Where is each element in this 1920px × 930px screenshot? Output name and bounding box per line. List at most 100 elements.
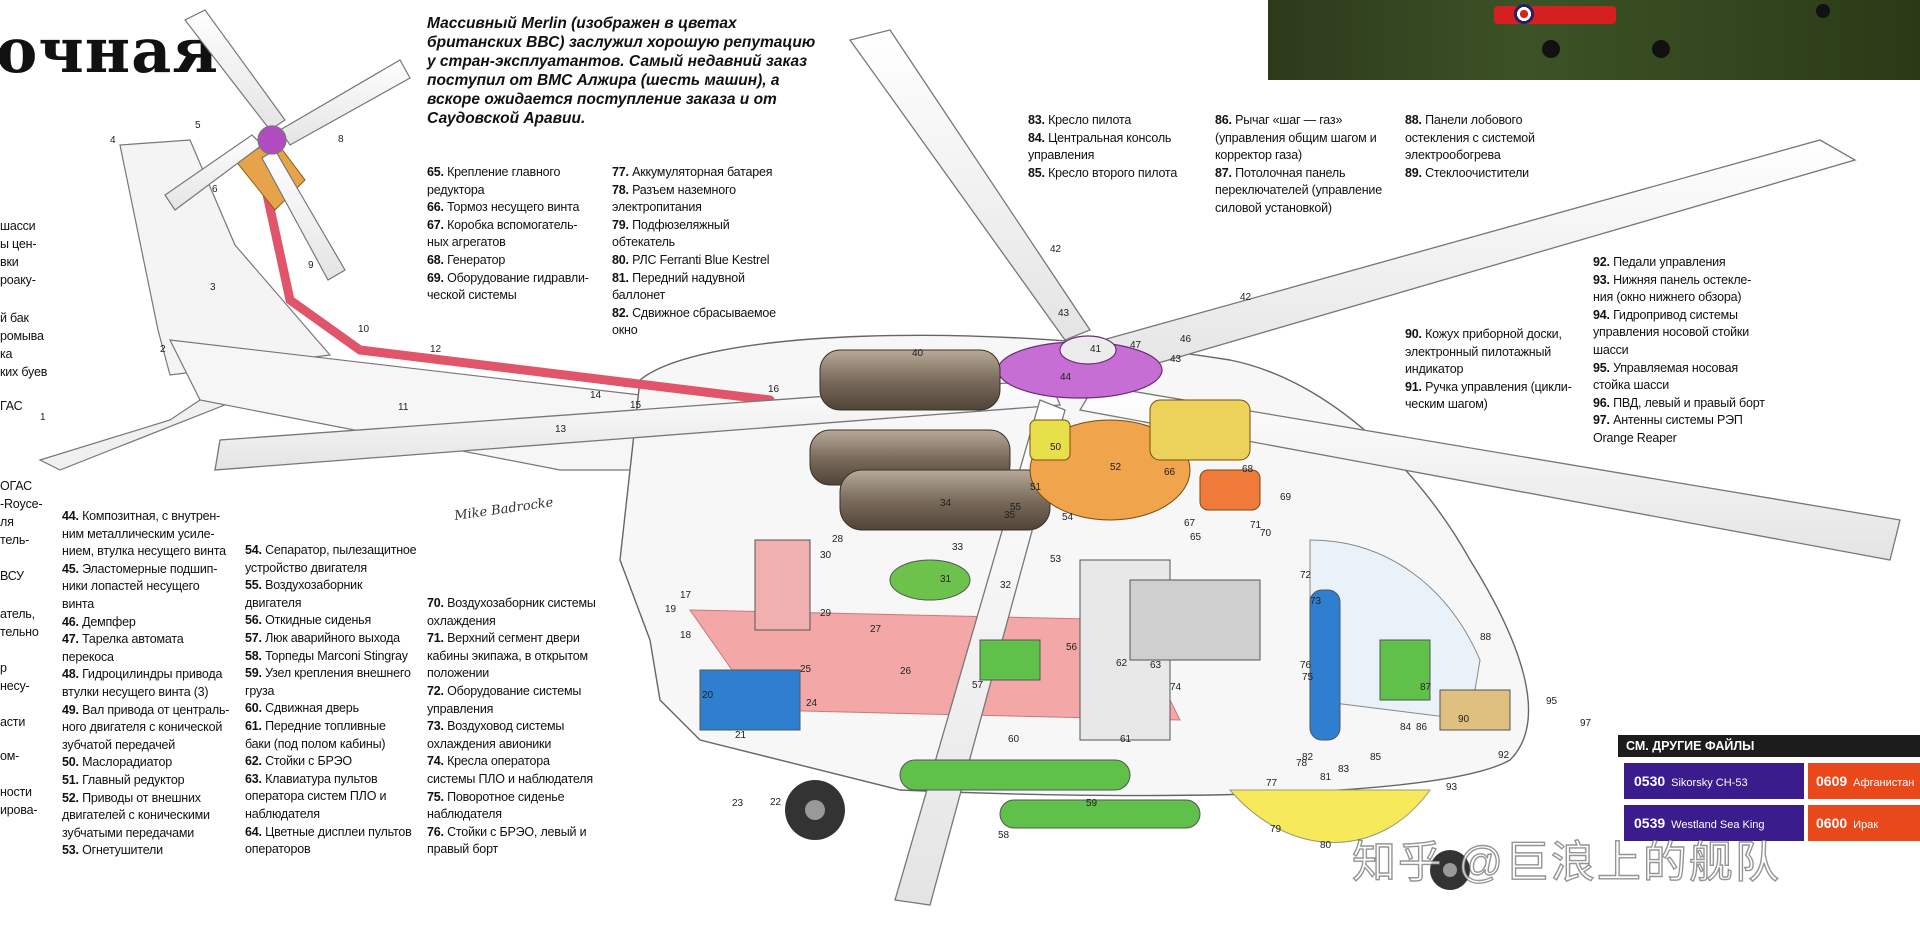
legend-item: винта [62,596,229,614]
seats-green [979,639,1041,681]
legend-text: зубчатой передачей [62,737,176,752]
legend-text: Orange Reaper [1593,430,1677,445]
legend-fragment: тельно [0,625,39,639]
legend-fragment: тель- [0,533,30,547]
tail-rotor-blade [279,59,411,146]
legend-number: 86. [1215,113,1236,127]
callout-numbers: 1234568910111213141516171819202122232425… [40,120,1592,851]
callout-number: 84 [1400,722,1412,733]
tail-drive-shaft [260,180,775,405]
nose-glazing [1309,539,1481,721]
legend-fragment: асти [0,715,26,729]
legend-number: 61. [245,718,266,733]
legend-item: 50. Маслорадиатор [62,754,229,772]
legend-number: 89. [1405,165,1426,180]
legend-fragment: ромыва [0,329,44,343]
legend-text: Композитная, с внутрен- [82,509,221,523]
callout-number: 40 [912,348,924,359]
callout-number: 52 [1110,462,1122,473]
legend-text: Подфюзеляжный [632,217,730,232]
callout-number: 53 [1050,554,1062,565]
callout-number: 70 [1260,528,1272,539]
legend-item: груза [245,683,416,701]
legend-text: Огнетушители [82,843,163,858]
legend-number: 82. [612,305,633,320]
legend-item: 52. Приводы от внешних [62,790,229,808]
legend-fragment: ОГАС [0,479,32,493]
legend-item: ния (окно нижнего обзора) [1593,289,1765,307]
legend-fragment: ом- [0,749,20,763]
legend-number: 77. [612,165,633,179]
main-rotor-blade [1078,384,1901,561]
legend-fragment: вки [0,255,19,269]
callout-number: 46 [1180,334,1192,345]
legend-item: ных агрегатов [427,234,589,252]
callout-number: 29 [820,608,832,619]
legend-text: Кожух приборной доски, [1425,327,1562,341]
legend-item: управления [1028,147,1177,165]
legend-number: 44. [62,509,83,523]
legend-text: стойка шасси [1593,378,1669,393]
callout-number: 68 [1242,464,1254,475]
callout-number: 69 [1280,492,1292,503]
callout-number: 21 [735,730,747,741]
legend-text: Тормоз несущего винта [447,200,580,215]
generator [1199,469,1261,511]
legend-fragment: ля [0,515,14,529]
legend-text: ники лопастей несущего [62,579,200,594]
legend-item: баллонет [612,287,776,305]
tail-rotor-blade [261,149,346,281]
legend-number: 96. [1593,395,1614,410]
legend-item: двигателя [245,595,416,613]
legend-text: Цветные дисплеи пультов [265,824,412,839]
file-label: Westland Sea King [1671,819,1765,831]
callout-number: 30 [820,550,832,561]
callout-number: 42 [1240,292,1252,303]
legend-item: 97. Антенны системы РЭП [1593,412,1765,430]
legend-item: зубчатыми передачами [62,825,229,843]
legend-text: ческим шагом) [1405,397,1488,412]
callout-number: 76 [1300,660,1312,671]
legend-item: 70. Воздухозаборник системы [427,595,596,613]
legend-item: 69. Оборудование гидравли- [427,270,589,288]
photo-wheel [1816,4,1830,18]
legend-fragment: р [0,661,7,675]
legend-number: 81. [612,270,633,285]
callout-number: 87 [1420,682,1432,693]
legend-text: Оборудование системы [447,683,582,698]
callout-number: 78 [1296,758,1308,769]
callout-number: 19 [665,604,677,615]
legend-text: управления [427,701,494,716]
legend-text: Генератор [447,252,506,267]
legend-item: 85. Кресло второго пилота [1028,165,1177,183]
legend-number: 75. [427,789,448,804]
callout-number: 61 [1120,734,1132,745]
legend-text: Узел крепления внешнего [265,666,411,681]
callout-number: 81 [1320,772,1332,783]
legend-item: кабины экипажа, в открытом [427,648,596,666]
legend-item: 44. Композитная, с внутрен- [62,508,229,526]
legend-text: редуктора [427,182,485,197]
callout-number: 22 [770,797,782,808]
gearbox-assembly [1029,399,1261,521]
legend-item: ного двигателя с конической [62,719,229,737]
callout-number: 44 [1060,372,1072,383]
legend-text: зубчатыми передачами [62,825,195,840]
callout-number: 8 [338,134,344,145]
callout-number: 73 [1310,596,1322,607]
legend-number: 63. [245,771,266,786]
legend-text: Сдвижная дверь [265,701,359,716]
legend-item: 66. Тормоз несущего винта [427,199,589,217]
callout-number: 42 [1050,244,1062,255]
legend-item: 72. Оборудование системы [427,683,596,701]
legend-item: 92. Педали управления [1593,254,1765,272]
legend-text: Ручка управления (цикли- [1425,379,1572,394]
callout-number: 74 [1170,682,1182,693]
legend-text: Коробка вспомогатель- [447,217,578,232]
